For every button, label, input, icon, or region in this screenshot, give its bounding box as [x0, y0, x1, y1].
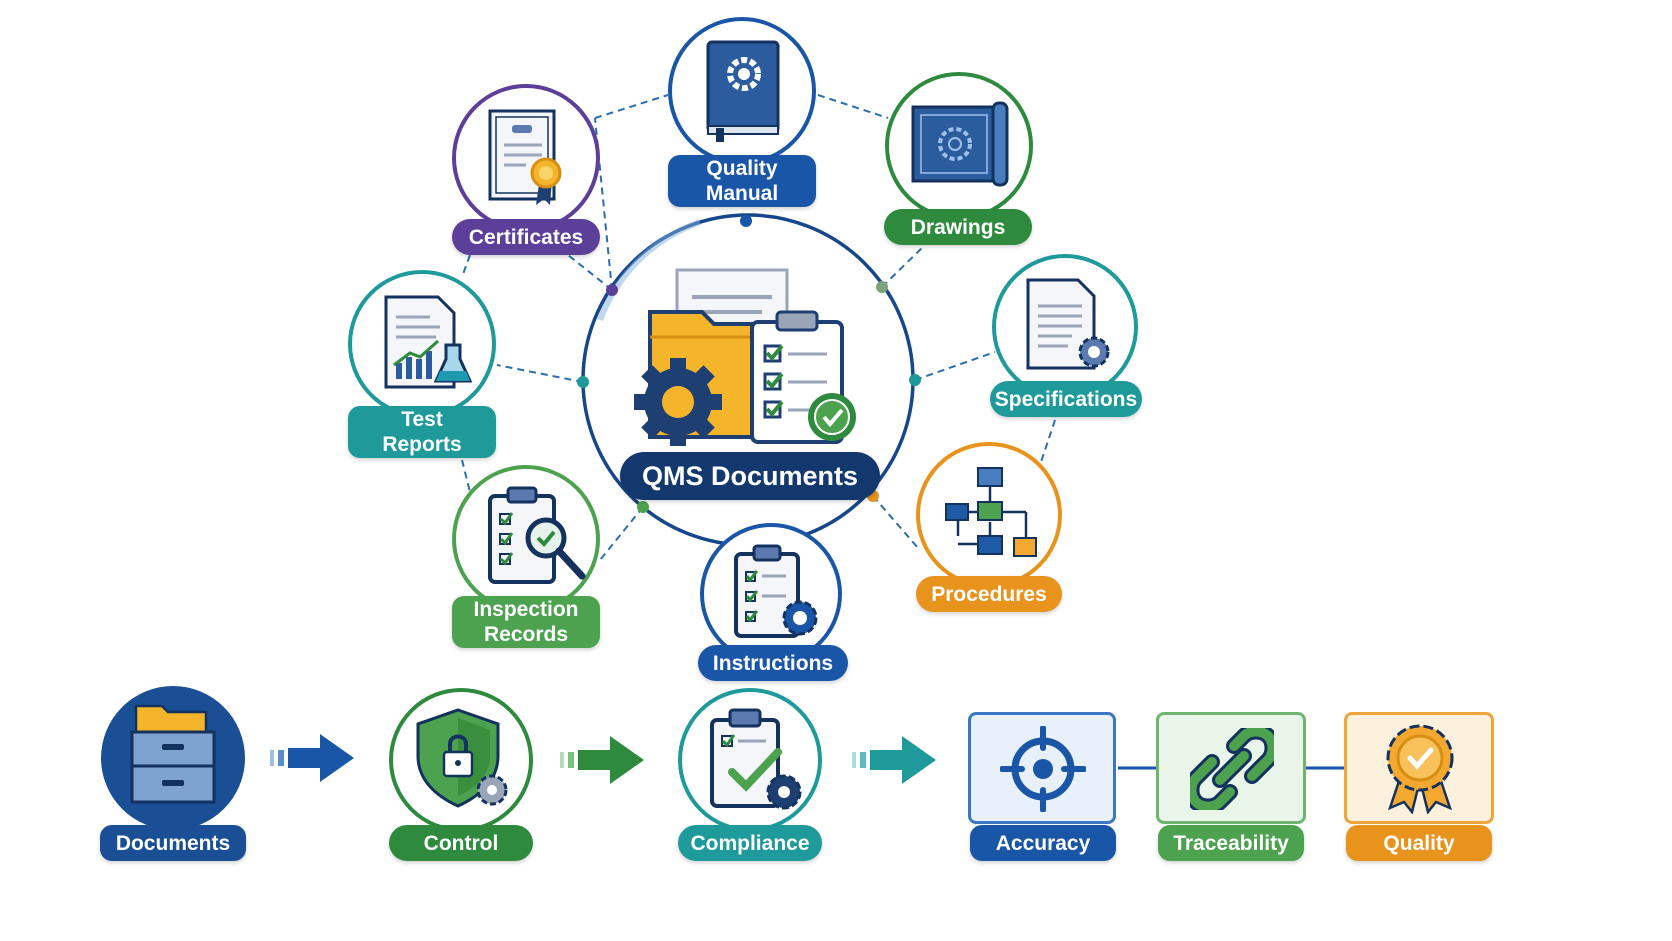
report-chart-flask-icon [384, 295, 473, 389]
flow-control-label: Control [389, 825, 533, 861]
connector-procedures [872, 495, 919, 549]
connector-inspection [599, 506, 644, 561]
hub-label: QMS Documents [620, 452, 880, 500]
flow-quality-box[interactable] [1344, 712, 1494, 824]
award-badge-icon [1386, 724, 1454, 814]
spec-document-gear-icon [1026, 278, 1110, 370]
flow-traceability-label: Traceability [1158, 825, 1304, 861]
certificate-ribbon-icon [488, 109, 562, 205]
inspection-records-label: Inspection Records [452, 596, 600, 648]
test-reports-label: Test Reports [348, 406, 496, 458]
blueprint-drawing-icon [911, 101, 1009, 187]
connector-test-reports [496, 364, 584, 383]
procedures-label: Procedures [916, 576, 1062, 612]
quality-manual-label: Quality Manual [668, 155, 816, 207]
arrow-right-icon [270, 734, 354, 782]
clipboard-gear-icon [734, 544, 818, 638]
flow-documents-label: Documents [100, 825, 246, 861]
arrow-right-icon [560, 736, 644, 784]
arrow-right-icon [852, 736, 936, 784]
shield-lock-gear-icon [416, 708, 508, 808]
target-crosshair-icon [1000, 726, 1086, 812]
certificates-label: Certificates [452, 219, 600, 255]
flowchart-icon [945, 467, 1037, 557]
flow-quality-label: Quality [1346, 825, 1492, 861]
filing-cabinet-icon [130, 704, 216, 804]
specifications-label: Specifications [990, 381, 1142, 417]
connector-specifications [914, 351, 996, 381]
folder-checklist-gear-icon [634, 268, 856, 446]
manual-book-gear-icon [706, 40, 780, 142]
flow-compliance-label: Compliance [678, 825, 822, 861]
clipboard-check-gear-icon [710, 708, 802, 810]
connector-drawings [881, 244, 926, 288]
chain-link-icon [1190, 728, 1274, 810]
drawings-label: Drawings [884, 209, 1032, 245]
flow-accuracy-label: Accuracy [970, 825, 1116, 861]
instructions-label: Instructions [698, 645, 848, 681]
clipboard-magnifier-icon [488, 486, 586, 584]
